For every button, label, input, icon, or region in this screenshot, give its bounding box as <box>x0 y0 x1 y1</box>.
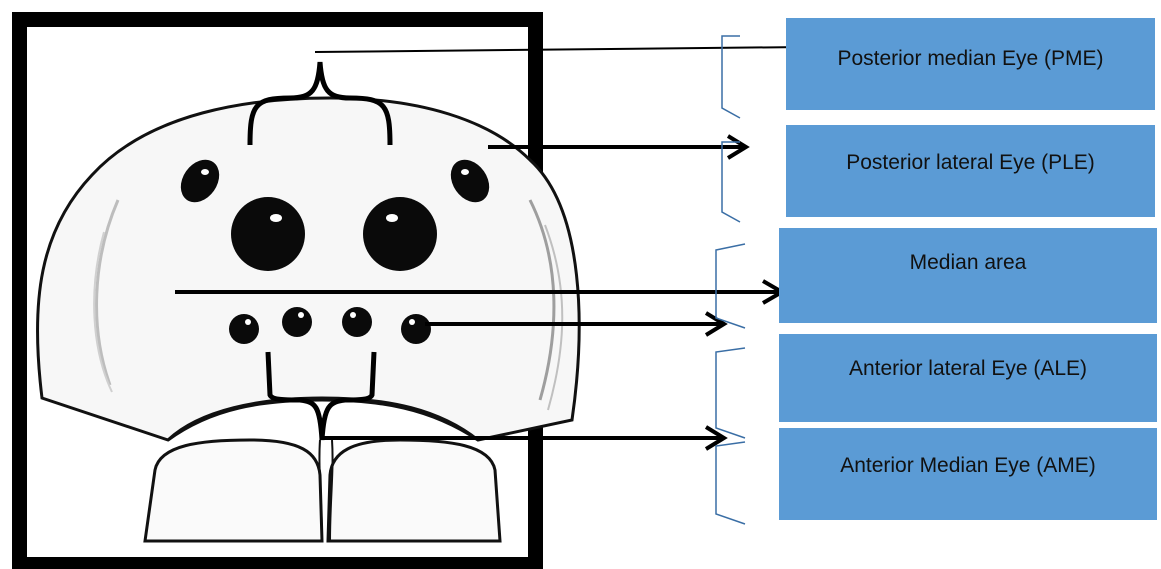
arrow-ple-head <box>726 134 750 160</box>
arrow-ame-head <box>704 425 728 451</box>
anterior-median-eye-right <box>342 307 372 337</box>
chelicera-left <box>143 438 324 543</box>
arrow-pme-line <box>314 46 806 53</box>
label-pme-text: Posterior median Eye (PME) <box>837 47 1104 70</box>
posterior-median-eye-left <box>231 197 305 271</box>
bracket-5 <box>715 441 746 525</box>
bracket-3 <box>715 243 746 329</box>
pointer-arrows <box>175 39 815 451</box>
bracket-2 <box>721 141 741 223</box>
bracket-4 <box>715 347 746 439</box>
mouth-gap <box>318 439 323 542</box>
anterior-lateral-eye-left <box>229 314 259 344</box>
label-box-ame: Anterior Median Eye (AME) <box>779 428 1157 520</box>
carapace <box>35 96 581 543</box>
label-ame-text: Anterior Median Eye (AME) <box>840 454 1096 477</box>
label-ple-text: Posterior lateral Eye (PLE) <box>846 151 1095 174</box>
posterior-median-eye-right <box>363 197 437 271</box>
carapace-shading-right <box>528 199 556 401</box>
label-box-ale: Anterior lateral Eye (ALE) <box>779 334 1157 422</box>
posterior-lateral-eye-right <box>450 159 490 203</box>
anterior-median-eye-left <box>282 307 312 337</box>
eyes <box>180 159 490 344</box>
label-brackets <box>715 35 746 525</box>
carapace-lower-edge <box>166 396 479 442</box>
carapace-shading-right-2 <box>544 224 564 411</box>
bracket-1 <box>721 35 741 119</box>
carapace-shading-left <box>95 199 120 386</box>
label-box-pme: Posterior median Eye (PME) <box>786 18 1155 110</box>
carapace-outline <box>35 96 581 442</box>
brace-top <box>247 61 393 146</box>
arrow-ale-head <box>704 311 728 337</box>
label-box-median-area: Median area <box>779 228 1157 323</box>
carapace-shading-left-2 <box>93 231 113 393</box>
label-median-area-text: Median area <box>909 251 1027 274</box>
mouth-gap-2 <box>329 439 334 542</box>
chelicera-right <box>326 438 502 543</box>
label-ale-text: Anterior lateral Eye (ALE) <box>848 357 1088 380</box>
posterior-lateral-eye-left <box>180 159 220 203</box>
label-box-ple: Posterior lateral Eye (PLE) <box>786 125 1155 217</box>
anterior-lateral-eye-right <box>401 314 431 344</box>
